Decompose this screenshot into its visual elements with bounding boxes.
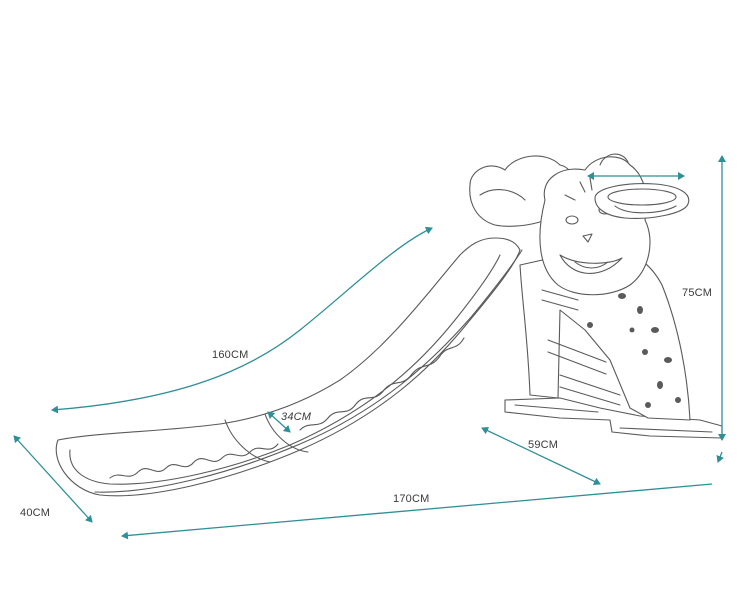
label-total-width: 40CM	[20, 507, 50, 519]
dim-base-depth-line	[481, 426, 601, 486]
dimension-labels: 160CM 34CM 75CM 59CM 170CM 40CM	[20, 287, 712, 519]
label-base-depth: 59CM	[528, 439, 558, 451]
dim-height-bottom-tick	[716, 451, 724, 463]
dim-total-width-line	[13, 435, 93, 523]
dim-total-length-line	[121, 483, 713, 540]
label-height: 75CM	[682, 287, 712, 299]
dim-slide-width-line	[267, 411, 291, 433]
label-slide-width: 34CM	[281, 411, 312, 423]
label-total-length: 170CM	[393, 493, 429, 505]
dimension-lines	[13, 155, 726, 540]
label-slide-length: 160CM	[212, 349, 248, 361]
dim-slide-length-line	[51, 226, 433, 414]
slide-product-illustration	[55, 153, 723, 497]
